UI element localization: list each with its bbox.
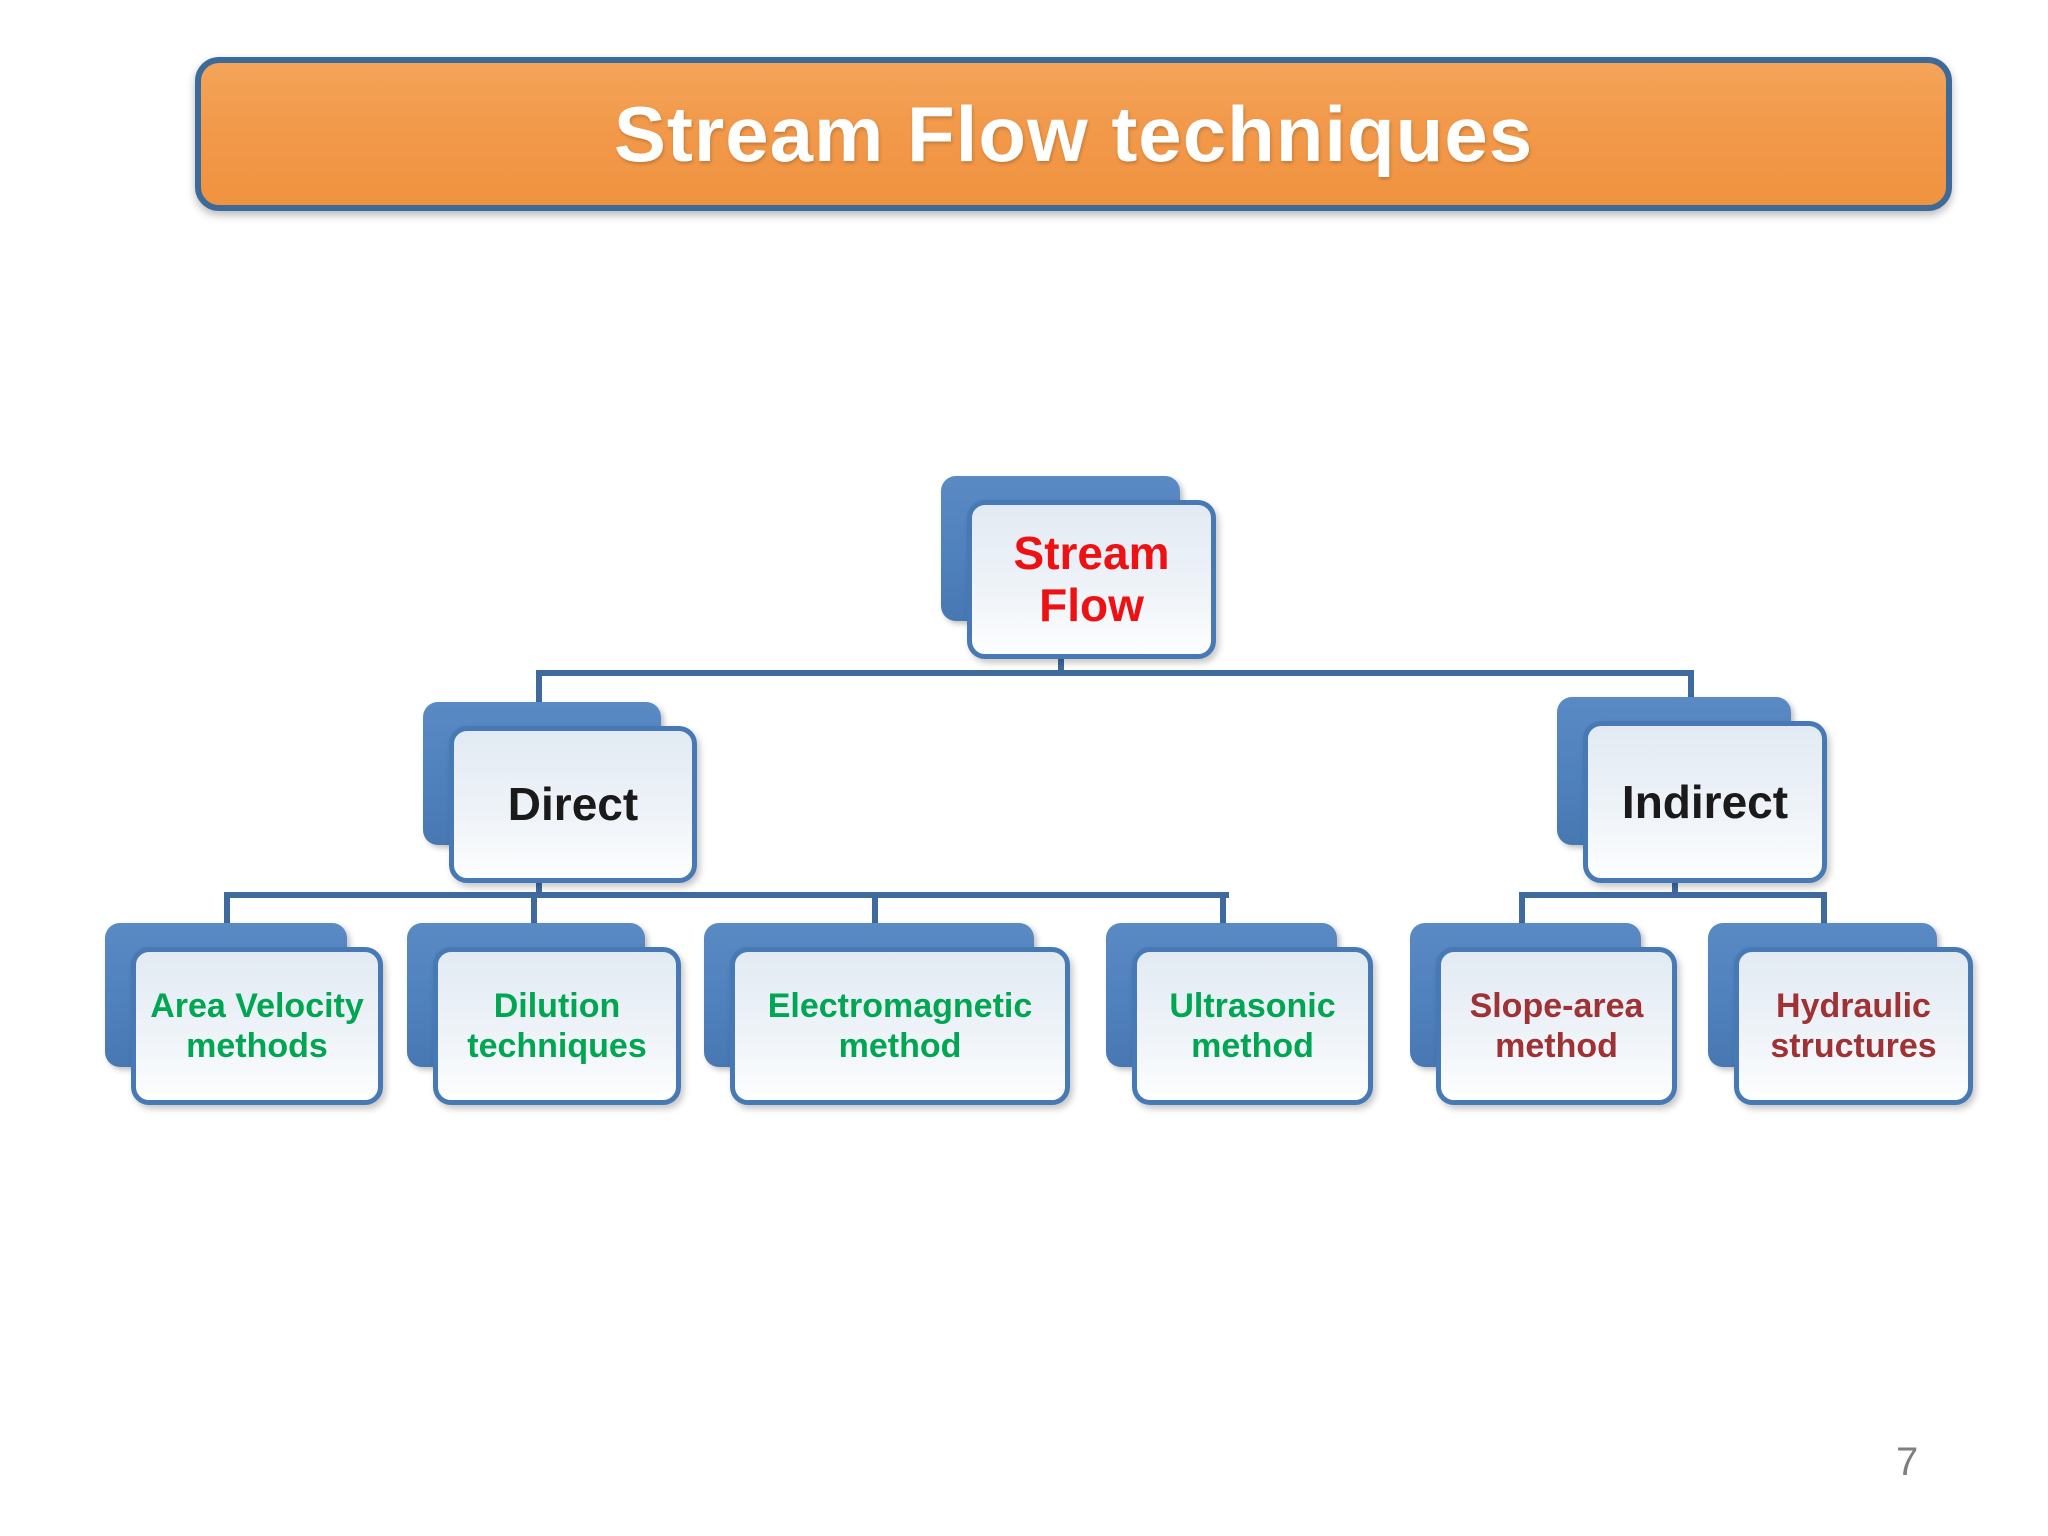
node-electromagnetic-method: Electromagnetic method — [704, 923, 1070, 1105]
node-label: Slope-area method — [1469, 986, 1644, 1065]
connector-drop-electromagnetic — [872, 892, 878, 926]
node-front-panel: Stream Flow — [967, 500, 1216, 659]
connector-indirect-stem — [1672, 876, 1678, 898]
connector-drop-slope-area — [1519, 892, 1525, 926]
connector-drop-area-velocity — [224, 892, 230, 926]
node-indirect: Indirect — [1557, 697, 1827, 883]
connector-direct-bus — [224, 892, 1229, 898]
node-front-panel: Slope-area method — [1436, 947, 1677, 1105]
node-front-panel: Indirect — [1583, 721, 1827, 883]
connector-drop-indirect — [1688, 670, 1694, 704]
node-area-velocity-methods: Area Velocity methods — [105, 923, 383, 1105]
node-front-panel: Hydraulic structures — [1734, 947, 1973, 1105]
node-slope-area-method: Slope-area method — [1410, 923, 1677, 1105]
node-label: Ultrasonic method — [1169, 986, 1336, 1065]
node-front-panel: Electromagnetic method — [730, 947, 1070, 1105]
node-label: Direct — [507, 778, 639, 831]
connector-drop-ultrasonic — [1220, 892, 1226, 926]
node-front-panel: Direct — [449, 726, 697, 883]
page-title: Stream Flow techniques — [613, 89, 1534, 178]
title-banner: Stream Flow techniques — [195, 57, 1952, 211]
node-front-panel: Ultrasonic method — [1132, 947, 1373, 1105]
node-label: Stream Flow — [1013, 526, 1170, 631]
node-direct: Direct — [423, 702, 697, 883]
node-label: Area Velocity methods — [150, 986, 364, 1065]
node-ultrasonic-method: Ultrasonic method — [1106, 923, 1373, 1105]
node-dilution-techniques: Dilution techniques — [407, 923, 681, 1105]
connector-direct-stem — [536, 876, 542, 898]
node-label: Electromagnetic method — [767, 986, 1033, 1065]
connector-level1-bus — [536, 670, 1694, 676]
node-hydraulic-structures: Hydraulic structures — [1708, 923, 1973, 1105]
page-number: 7 — [1896, 1440, 1919, 1484]
connector-drop-direct — [536, 670, 542, 708]
node-front-panel: Dilution techniques — [433, 947, 681, 1105]
node-label: Indirect — [1621, 775, 1789, 828]
node-label: Hydraulic structures — [1770, 986, 1937, 1065]
connector-drop-dilution — [531, 892, 537, 926]
connector-drop-hydraulic — [1821, 892, 1827, 926]
node-stream-flow: Stream Flow — [941, 476, 1216, 659]
node-label: Dilution techniques — [467, 986, 647, 1065]
connector-indirect-bus — [1519, 892, 1827, 898]
node-front-panel: Area Velocity methods — [131, 947, 383, 1105]
connector-root-stem — [1058, 652, 1064, 676]
